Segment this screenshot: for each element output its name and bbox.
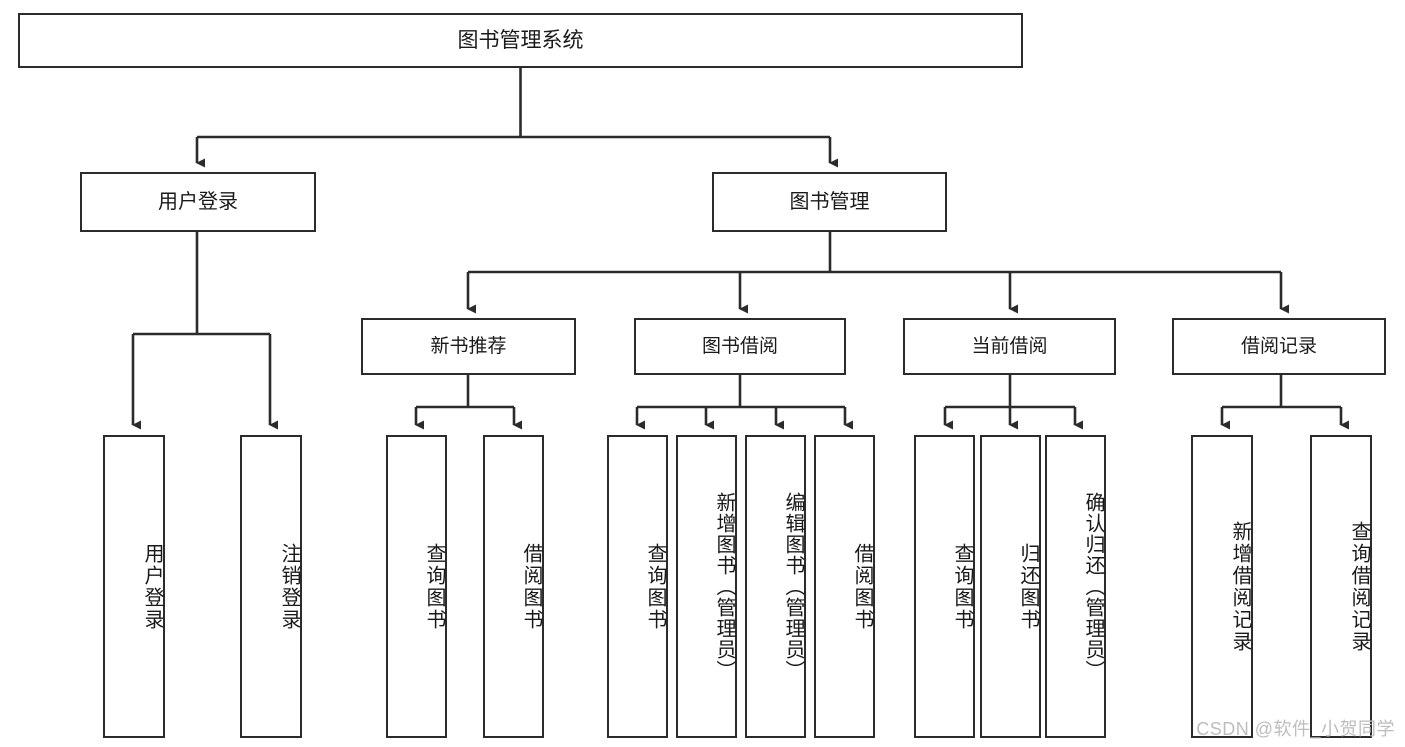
- leaf-query-book-3-label: 查询图书: [951, 542, 973, 631]
- leaf-return-book-label: 归还图书: [1017, 542, 1039, 631]
- leaf-borrow-book-1-label: 借阅图书: [520, 542, 542, 631]
- node-book-borrow[interactable]: 图书借阅: [634, 318, 846, 375]
- leaf-confirm-return[interactable]: 确认归还（管理员）: [1045, 435, 1106, 738]
- leaf-return-book[interactable]: 归还图书: [980, 435, 1041, 738]
- leaf-borrow-book-1[interactable]: 借阅图书: [483, 435, 544, 738]
- leaf-add-book[interactable]: 新增图书（管理员）: [676, 435, 737, 738]
- node-book-management[interactable]: 图书管理: [712, 172, 947, 232]
- node-book-borrow-label: 图书借阅: [701, 335, 778, 357]
- leaf-add-record-label: 新增借阅记录: [1229, 520, 1251, 653]
- leaf-add-record[interactable]: 新增借阅记录: [1191, 435, 1253, 738]
- node-root[interactable]: 图书管理系统: [18, 13, 1023, 68]
- node-current-borrow-label: 当前借阅: [971, 335, 1048, 357]
- leaf-add-book-label: 新增图书（管理员）: [713, 492, 735, 681]
- leaf-query-book-2[interactable]: 查询图书: [607, 435, 668, 738]
- leaf-borrow-book-2-label: 借阅图书: [851, 542, 873, 631]
- node-borrow-record-label: 借阅记录: [1240, 335, 1317, 357]
- leaf-user-logout[interactable]: 注销登录: [240, 435, 302, 738]
- leaf-query-book-2-label: 查询图书: [644, 542, 666, 631]
- node-current-borrow[interactable]: 当前借阅: [903, 318, 1116, 375]
- node-user-login-label: 用户登录: [158, 190, 238, 213]
- csdn-watermark: CSDN @软件_小贺同学: [1196, 719, 1395, 739]
- leaf-user-login[interactable]: 用户登录: [103, 435, 165, 738]
- node-new-book-recommend[interactable]: 新书推荐: [361, 318, 576, 375]
- leaf-confirm-return-label: 确认归还（管理员）: [1082, 492, 1104, 681]
- leaf-query-book-1[interactable]: 查询图书: [386, 435, 447, 738]
- leaf-user-logout-label: 注销登录: [278, 542, 300, 631]
- leaf-query-record-label: 查询借阅记录: [1348, 520, 1370, 653]
- leaf-query-record[interactable]: 查询借阅记录: [1310, 435, 1372, 738]
- leaf-borrow-book-2[interactable]: 借阅图书: [814, 435, 875, 738]
- node-book-management-label: 图书管理: [789, 190, 870, 213]
- node-user-login[interactable]: 用户登录: [80, 172, 316, 232]
- leaf-edit-book-label: 编辑图书（管理员）: [782, 492, 804, 681]
- leaf-user-login-label: 用户登录: [141, 542, 163, 631]
- node-new-book-recommend-label: 新书推荐: [430, 335, 507, 357]
- leaf-query-book-3[interactable]: 查询图书: [914, 435, 975, 738]
- leaf-edit-book[interactable]: 编辑图书（管理员）: [745, 435, 806, 738]
- node-borrow-record[interactable]: 借阅记录: [1172, 318, 1386, 375]
- node-root-label: 图书管理系统: [457, 28, 584, 52]
- leaf-query-book-1-label: 查询图书: [423, 542, 445, 631]
